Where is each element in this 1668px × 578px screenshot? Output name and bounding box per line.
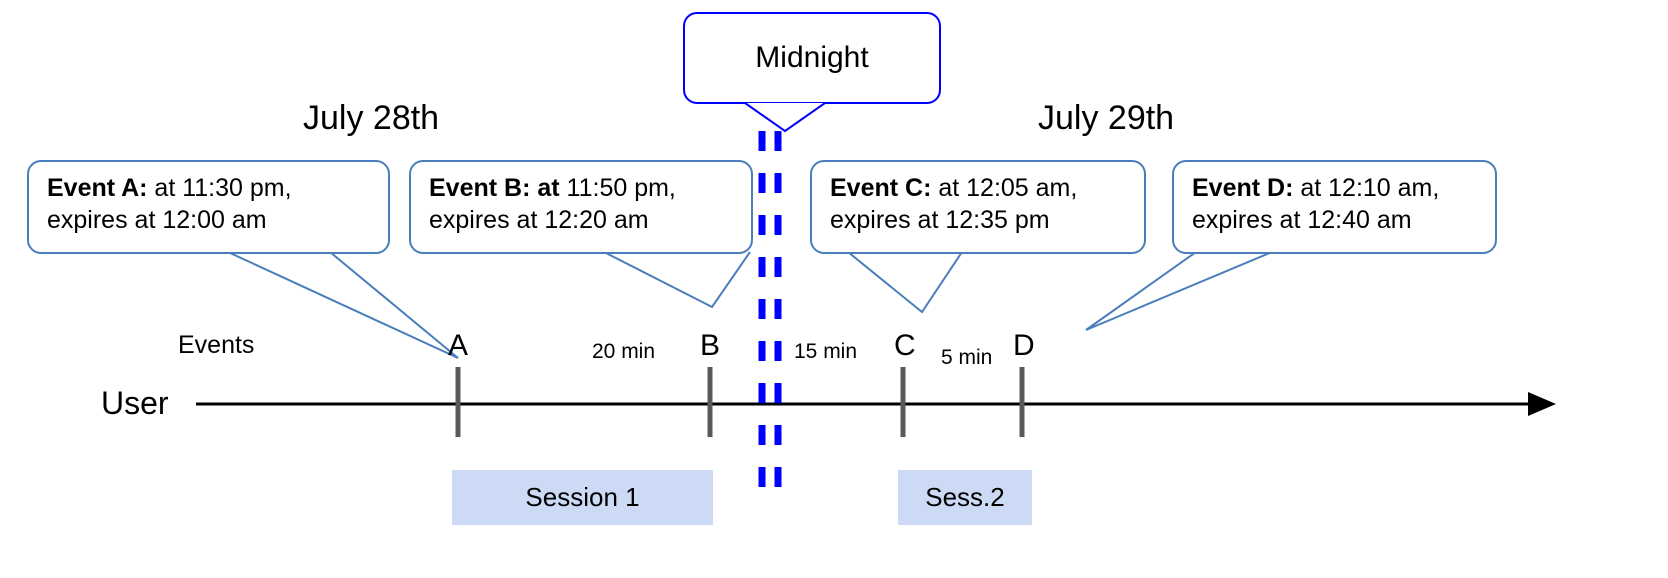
callout-event-d: Event D: at 12:10 am, expires at 12:40 a…	[1172, 160, 1497, 254]
callout-event-b: Event B: at 11:50 pm, expires at 12:20 a…	[409, 160, 753, 254]
event-letter-a: A	[448, 329, 469, 362]
gap-label-cd: 5 min	[941, 346, 993, 369]
session-box-1: Session 1	[452, 470, 713, 525]
date-label-july-29: July 29th	[1038, 99, 1175, 137]
callout-b-title-extra: at	[530, 174, 560, 202]
session-2-label: Sess.2	[925, 482, 1005, 512]
callout-event-c: Event C: at 12:05 am, expires at 12:35 p…	[810, 160, 1146, 254]
midnight-label: Midnight	[755, 41, 869, 74]
timeline-arrowhead	[1528, 392, 1556, 416]
leader-line-c	[847, 251, 963, 314]
user-row-label: User	[101, 385, 169, 421]
callout-d-line2: expires at 12:40 am	[1192, 206, 1412, 234]
callout-c-line2: expires at 12:35 pm	[830, 206, 1050, 234]
callout-a-line1: Event A: at 11:30 pm,	[47, 172, 374, 204]
callout-event-a: Event A: at 11:30 pm, expires at 12:00 a…	[27, 160, 390, 254]
callout-d-rest: at 12:10 am,	[1293, 174, 1440, 202]
session-1-label: Session 1	[525, 482, 640, 512]
callout-c-title: Event C:	[830, 174, 932, 202]
event-letter-c: C	[894, 329, 916, 362]
event-letter-b: B	[700, 329, 721, 362]
callout-a-title: Event A:	[47, 174, 148, 202]
callout-c-line1: Event C: at 12:05 am,	[830, 172, 1130, 204]
events-row-label: Events	[178, 331, 255, 359]
callout-b-line1: Event B: at 11:50 pm,	[429, 172, 737, 204]
session-box-2: Sess.2	[898, 470, 1032, 525]
callout-d-title: Event D:	[1192, 174, 1294, 202]
callout-a-line2: expires at 12:00 am	[47, 206, 267, 234]
callout-d-line1: Event D: at 12:10 am,	[1192, 172, 1481, 204]
midnight-callout: Midnight	[683, 12, 941, 104]
date-label-july-28: July 28th	[303, 99, 440, 137]
callout-b-line2: expires at 12:20 am	[429, 206, 649, 234]
leader-line-d	[1085, 251, 1273, 331]
callout-c-rest: at 12:05 am,	[931, 174, 1078, 202]
leader-line-b	[603, 251, 751, 309]
callout-b-rest: 11:50 pm,	[559, 174, 676, 202]
callout-a-rest: at 11:30 pm,	[147, 174, 292, 202]
leader-line-a	[227, 251, 459, 359]
gap-label-ab: 20 min	[592, 340, 656, 363]
event-letter-d: D	[1013, 329, 1035, 362]
gap-label-bc: 15 min	[794, 340, 858, 363]
callout-b-title: Event B:	[429, 174, 531, 202]
